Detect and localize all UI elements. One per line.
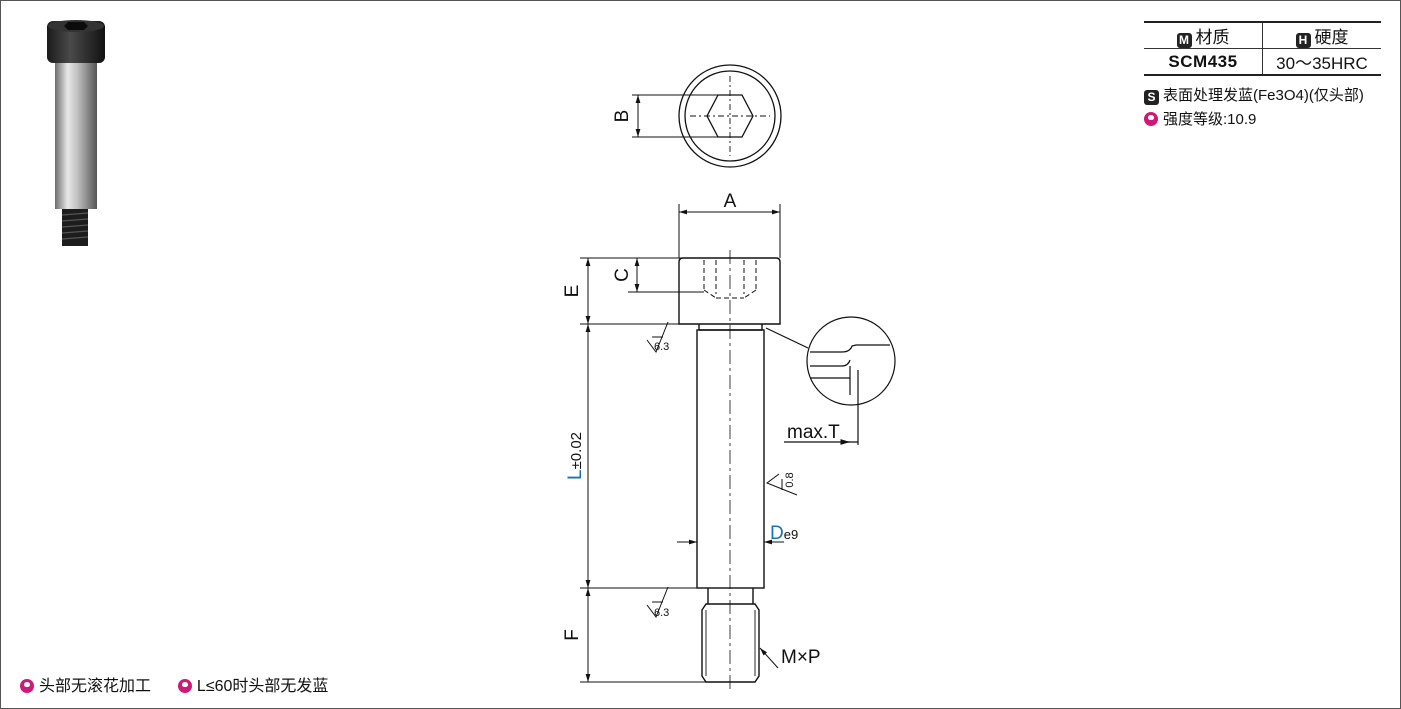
dim-f xyxy=(580,588,706,683)
dim-c xyxy=(628,257,704,293)
material-header: 材质 xyxy=(1195,28,1230,47)
dim-f-label: F xyxy=(562,629,583,641)
material-badge-icon: M xyxy=(1176,33,1192,48)
surface-badge-icon: S xyxy=(1144,90,1159,105)
dim-e xyxy=(580,257,679,325)
material-value: SCM435 xyxy=(1144,48,1263,76)
product-photo xyxy=(47,20,105,246)
footnote-1: 头部无滚花加工 xyxy=(39,678,152,695)
surface-treatment-note: S 表面处理发蓝(Fe3O4)(仅头部) xyxy=(1144,84,1364,105)
roughness-thread-label: 6.3 xyxy=(654,607,669,619)
side-view xyxy=(678,250,781,690)
pin-icon xyxy=(20,679,34,693)
hardness-badge-icon: H xyxy=(1295,33,1311,48)
strength-text: 强度等级:10.9 xyxy=(1163,111,1257,128)
roughness-symbol-thread xyxy=(646,586,669,619)
dim-e-label: E xyxy=(562,285,583,298)
surface-treatment-text: 表面处理发蓝(Fe3O4)(仅头部) xyxy=(1163,87,1364,104)
hardness-header: 硬度 xyxy=(1314,28,1349,47)
roughness-head-label: 6.3 xyxy=(654,341,669,353)
footnotes: 头部无滚花加工 L≤60时头部无发蓝 xyxy=(20,672,328,696)
dim-a xyxy=(678,204,781,258)
roughness-symbol-head xyxy=(646,321,669,354)
thread-leader xyxy=(759,647,779,669)
dim-l xyxy=(580,324,697,589)
hardness-value: 30～35HRC xyxy=(1262,48,1381,76)
strength-note: 强度等级:10.9 xyxy=(1144,108,1256,129)
dim-c-label: C xyxy=(612,268,633,282)
pin-icon xyxy=(177,679,192,693)
dim-a-label: A xyxy=(724,191,737,212)
top-view xyxy=(632,64,782,168)
footnote-2: L≤60时头部无发蓝 xyxy=(196,678,329,695)
pin-icon xyxy=(1144,112,1158,126)
roughness-shaft-label: 0.8 xyxy=(784,472,796,487)
dim-l-label: L±0.02 xyxy=(565,432,586,480)
thread-spec-label: M×P xyxy=(781,647,821,668)
max-t-label: max.T xyxy=(787,422,840,443)
dim-d-label: De9 xyxy=(770,523,798,544)
roughness-symbol-shaft xyxy=(765,473,798,496)
detail-view xyxy=(765,316,896,445)
dim-b-label: B xyxy=(612,110,633,123)
